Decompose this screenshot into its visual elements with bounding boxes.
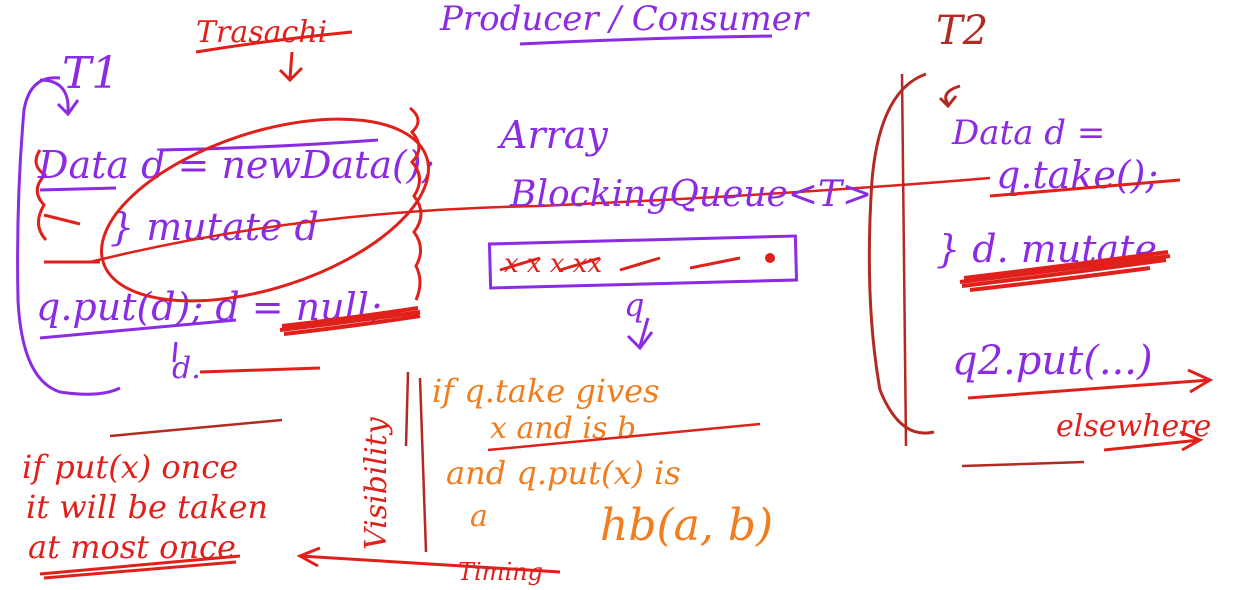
t1-line2: } mutate d xyxy=(110,205,319,249)
t1-line1: Data d = newData(); xyxy=(37,143,434,187)
hb-line4: a xyxy=(470,499,488,534)
t2-line1: Data d = xyxy=(951,113,1105,153)
notes-block: if put(x) once it will be taken at most … xyxy=(22,371,773,586)
header: T1 T2 Trasachi Producer / Consumer xyxy=(62,0,988,99)
t1-line4-tick xyxy=(172,341,178,363)
queue-arrow xyxy=(626,317,654,351)
t2-line2-underline xyxy=(989,178,1181,198)
timing-arrow xyxy=(296,546,561,574)
t1-line3-underline xyxy=(39,318,237,340)
t1-label: T1 xyxy=(62,48,119,99)
hb-line3: and q.put(x) is xyxy=(446,454,681,492)
queue-label-line2: BlockingQueue<T> xyxy=(509,174,872,215)
t1-line4-dash xyxy=(199,366,321,374)
title-underline xyxy=(519,34,773,46)
t2-block: Data d = q.take(); } d. mutate q2.put(..… xyxy=(867,72,1214,468)
queue-name: q xyxy=(624,286,644,324)
t2-line5-arrow xyxy=(1103,430,1204,452)
queue-items-strike xyxy=(499,256,741,272)
t1-block: Data d = newData(); } mutate d q.put(d);… xyxy=(16,76,991,396)
t2-vertical-line xyxy=(900,73,908,447)
handoff-line xyxy=(89,176,991,264)
if-put-line2: it will be taken xyxy=(26,488,268,526)
queue-label-line1: Array xyxy=(497,113,608,157)
transaction-arrow xyxy=(278,51,304,83)
t2-line2: q.take(); xyxy=(996,153,1158,197)
t2-bottom-rule xyxy=(961,460,1085,468)
transaction-label: Trasachi xyxy=(196,15,327,50)
at-most-once-underline xyxy=(39,554,241,580)
t2-loop-arrow xyxy=(938,84,961,109)
transaction-squiggle xyxy=(409,106,423,301)
t1-loop-arrow xyxy=(39,78,80,117)
if-put-line1: if put(x) once xyxy=(22,448,238,486)
t2-mutate-scribble xyxy=(959,250,1171,292)
hb-line5: hb(a, b) xyxy=(600,500,773,551)
queue-box xyxy=(487,234,799,290)
t2-line4-arrow xyxy=(967,368,1214,400)
timing-label: Timing xyxy=(458,558,543,586)
visibility-rule xyxy=(404,371,428,553)
queue-last-item xyxy=(765,253,775,263)
visibility-label: Visibility xyxy=(359,416,394,550)
hb-strike xyxy=(487,422,761,452)
t1-bracket xyxy=(16,76,121,396)
t2-line4: q2.put(...) xyxy=(952,338,1153,384)
t1-line1-underline2 xyxy=(39,186,117,192)
t2-label: T2 xyxy=(936,8,988,54)
t1-line1-underline xyxy=(159,138,379,152)
t1-null-scribble xyxy=(279,306,421,336)
hb-line1: if q.take gives xyxy=(432,372,660,410)
hb-line2: x and is b xyxy=(490,411,636,446)
if-put-overline xyxy=(109,418,283,438)
t2-line5: elsewhere xyxy=(1056,409,1211,444)
t2-bracket xyxy=(867,72,935,435)
queue-block: Array BlockingQueue<T> x x x xx q xyxy=(487,113,872,351)
transaction-oval xyxy=(100,117,430,303)
transaction-underline xyxy=(195,30,353,54)
page-title: Producer / Consumer xyxy=(439,0,810,39)
t1-line4: d. xyxy=(172,351,201,386)
